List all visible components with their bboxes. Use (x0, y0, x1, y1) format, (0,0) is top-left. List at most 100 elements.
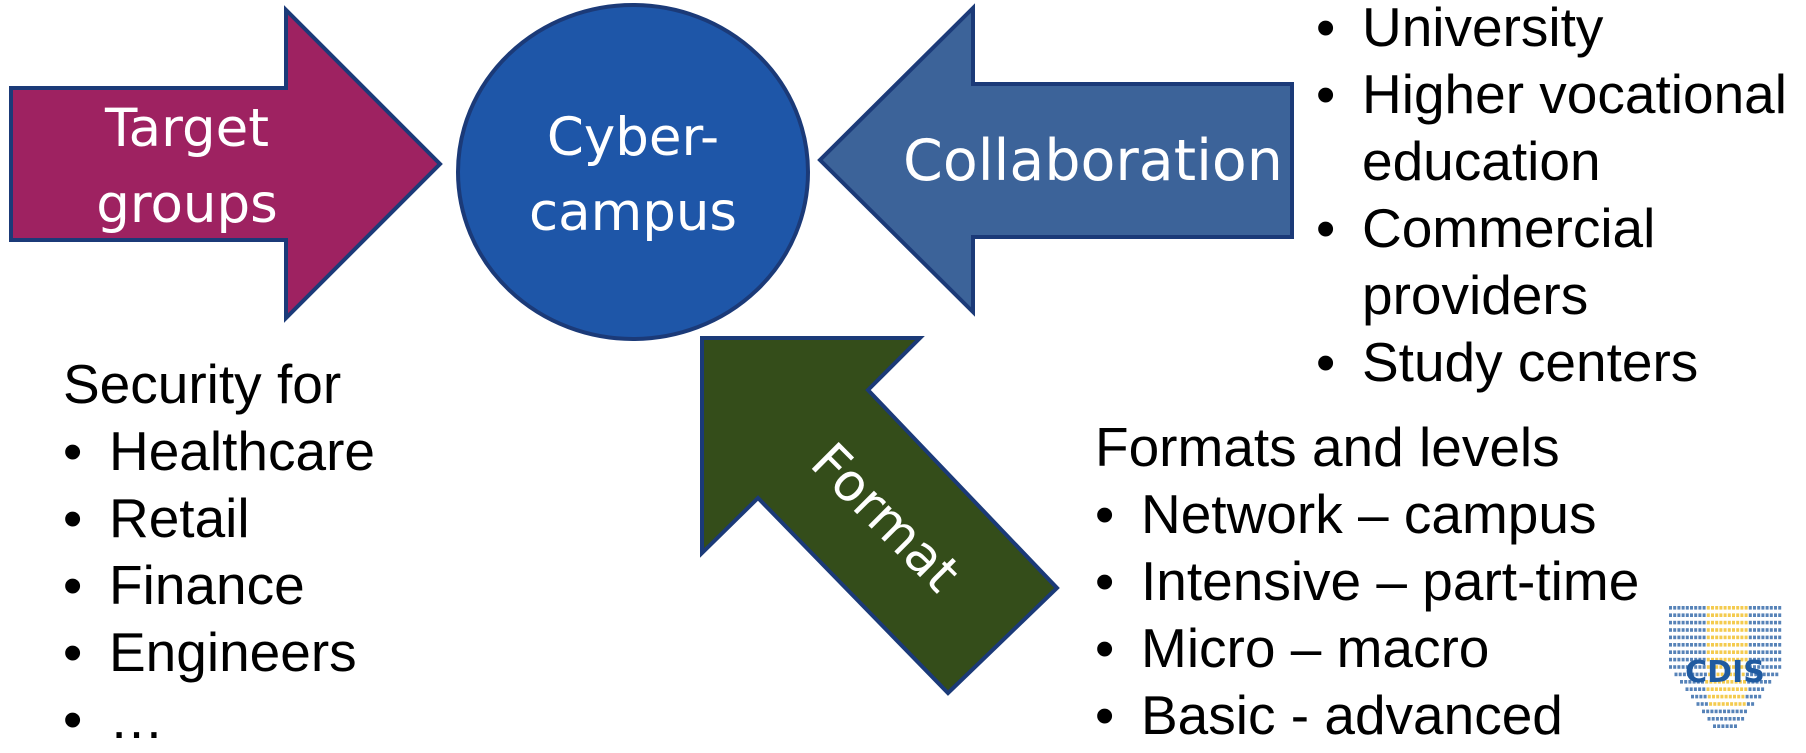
logo-texture-mark (1744, 620, 1748, 625)
logo-texture-mark (1677, 643, 1681, 647)
logo-texture-mark (1688, 680, 1692, 684)
logo-texture-mark (1761, 657, 1765, 662)
logo-texture-mark (1714, 687, 1718, 691)
logo-texture-mark (1765, 650, 1769, 654)
list-item: Basic - advanced (1095, 682, 1639, 749)
logo-texture-mark (1677, 650, 1681, 654)
logo-texture-mark (1727, 628, 1731, 632)
logo-texture-mark (1740, 628, 1744, 632)
logo-texture-mark (1681, 613, 1685, 617)
logo-texture-mark (1728, 694, 1732, 699)
format-arrow: Format (700, 336, 1060, 696)
logo-texture-mark (1702, 657, 1706, 662)
logo-texture-mark (1736, 643, 1740, 647)
logo-texture-mark (1761, 665, 1765, 669)
logo-texture-mark (1769, 606, 1773, 610)
logo-texture-mark (1734, 702, 1738, 706)
logo-texture-mark (1778, 628, 1782, 632)
logo-texture-mark (1719, 650, 1723, 654)
logo-texture-mark (1753, 620, 1756, 625)
logo-texture-mark (1736, 635, 1740, 640)
logo-texture-mark (1723, 620, 1727, 625)
logo-texture-mark (1685, 620, 1689, 625)
logo-texture-mark (1719, 606, 1723, 610)
logo-texture-mark (1714, 709, 1718, 714)
logo-texture-mark (1762, 672, 1766, 677)
logo-texture-mark (1740, 606, 1744, 610)
logo-texture-mark (1756, 687, 1760, 691)
cyber-campus-circle-shape (456, 3, 810, 341)
logo-texture-mark (1757, 657, 1761, 662)
logo-texture-mark (1715, 717, 1719, 721)
logo-texture-mark (1711, 665, 1714, 669)
logo-texture-mark (1698, 620, 1702, 625)
logo-texture-mark (1702, 709, 1705, 714)
logo-texture-mark (1673, 657, 1677, 662)
logo-texture-mark (1748, 606, 1752, 610)
logo-texture-mark (1727, 665, 1731, 669)
logo-texture-mark (1769, 628, 1773, 632)
logo-texture-mark (1707, 694, 1711, 699)
logo-texture-mark (1740, 635, 1744, 640)
logo-texture-mark (1741, 717, 1745, 721)
logo-texture-mark (1711, 657, 1714, 662)
logo-texture-mark (1741, 672, 1745, 677)
logo-texture-mark (1765, 606, 1769, 610)
logo-texture-mark (1711, 635, 1714, 640)
target-groups-label-line1: Target (104, 98, 269, 159)
logo-texture-mark (1736, 613, 1740, 617)
logo-texture-mark (1715, 606, 1719, 610)
logo-texture-mark (1690, 635, 1693, 640)
logo-texture-mark (1769, 657, 1773, 662)
logo-texture-mark (1730, 680, 1734, 684)
logo-texture-mark (1761, 635, 1765, 640)
formats-list: Formats and levels Network – campus Inte… (1095, 414, 1639, 749)
logo-texture-mark (1743, 680, 1746, 684)
logo-texture-mark (1719, 657, 1723, 662)
logo-texture-mark (1768, 680, 1772, 684)
logo-texture-mark (1761, 643, 1765, 647)
logo-texture-mark (1778, 643, 1782, 647)
logo-texture-mark (1732, 650, 1735, 654)
logo-texture-mark (1692, 680, 1696, 684)
cyber-campus-label-line2: campus (529, 182, 737, 243)
logo-texture-mark (1678, 672, 1682, 677)
logo-texture-mark (1757, 613, 1761, 617)
logo-texture-mark (1711, 628, 1714, 632)
logo-texture-mark (1711, 606, 1714, 610)
logo-texture-mark (1719, 687, 1723, 691)
logo-texture-mark (1759, 680, 1763, 684)
logo-texture-mark (1708, 672, 1712, 677)
logo-texture-mark (1681, 628, 1685, 632)
logo-texture-mark (1715, 643, 1719, 647)
logo-texture-mark (1723, 665, 1727, 669)
logo-texture-mark (1698, 665, 1702, 669)
logo-texture-mark (1771, 672, 1775, 677)
logo-texture-mark (1677, 613, 1681, 617)
logo-texture-mark (1727, 606, 1731, 610)
logo-texture-mark (1674, 672, 1678, 677)
target-groups-arrow: Target groups (9, 5, 443, 323)
logo-texture-mark (1716, 672, 1720, 677)
logo-texture-mark (1703, 672, 1707, 677)
logo-texture-mark (1721, 702, 1725, 706)
logo-texture-mark (1694, 606, 1698, 610)
logo-texture-mark (1748, 628, 1752, 632)
logo-texture-mark (1706, 657, 1710, 662)
logo-texture-mark (1732, 657, 1735, 662)
logo-texture-mark (1727, 613, 1731, 617)
logo-texture-mark (1722, 680, 1725, 684)
logo-texture-mark (1715, 620, 1719, 625)
logo-texture-mark (1669, 613, 1672, 617)
logo-texture-mark (1711, 613, 1714, 617)
logo-texture-mark (1735, 687, 1739, 691)
logo-texture-mark (1725, 702, 1729, 706)
logo-texture-mark (1685, 657, 1689, 662)
logo-texture-mark (1729, 672, 1733, 677)
logo-texture-mark (1690, 613, 1693, 617)
logo-texture-mark (1723, 709, 1726, 714)
logo-texture-mark (1699, 672, 1703, 677)
logo-texture-mark (1757, 643, 1761, 647)
logo-texture-mark (1693, 687, 1697, 691)
logo-texture-mark (1723, 613, 1727, 617)
